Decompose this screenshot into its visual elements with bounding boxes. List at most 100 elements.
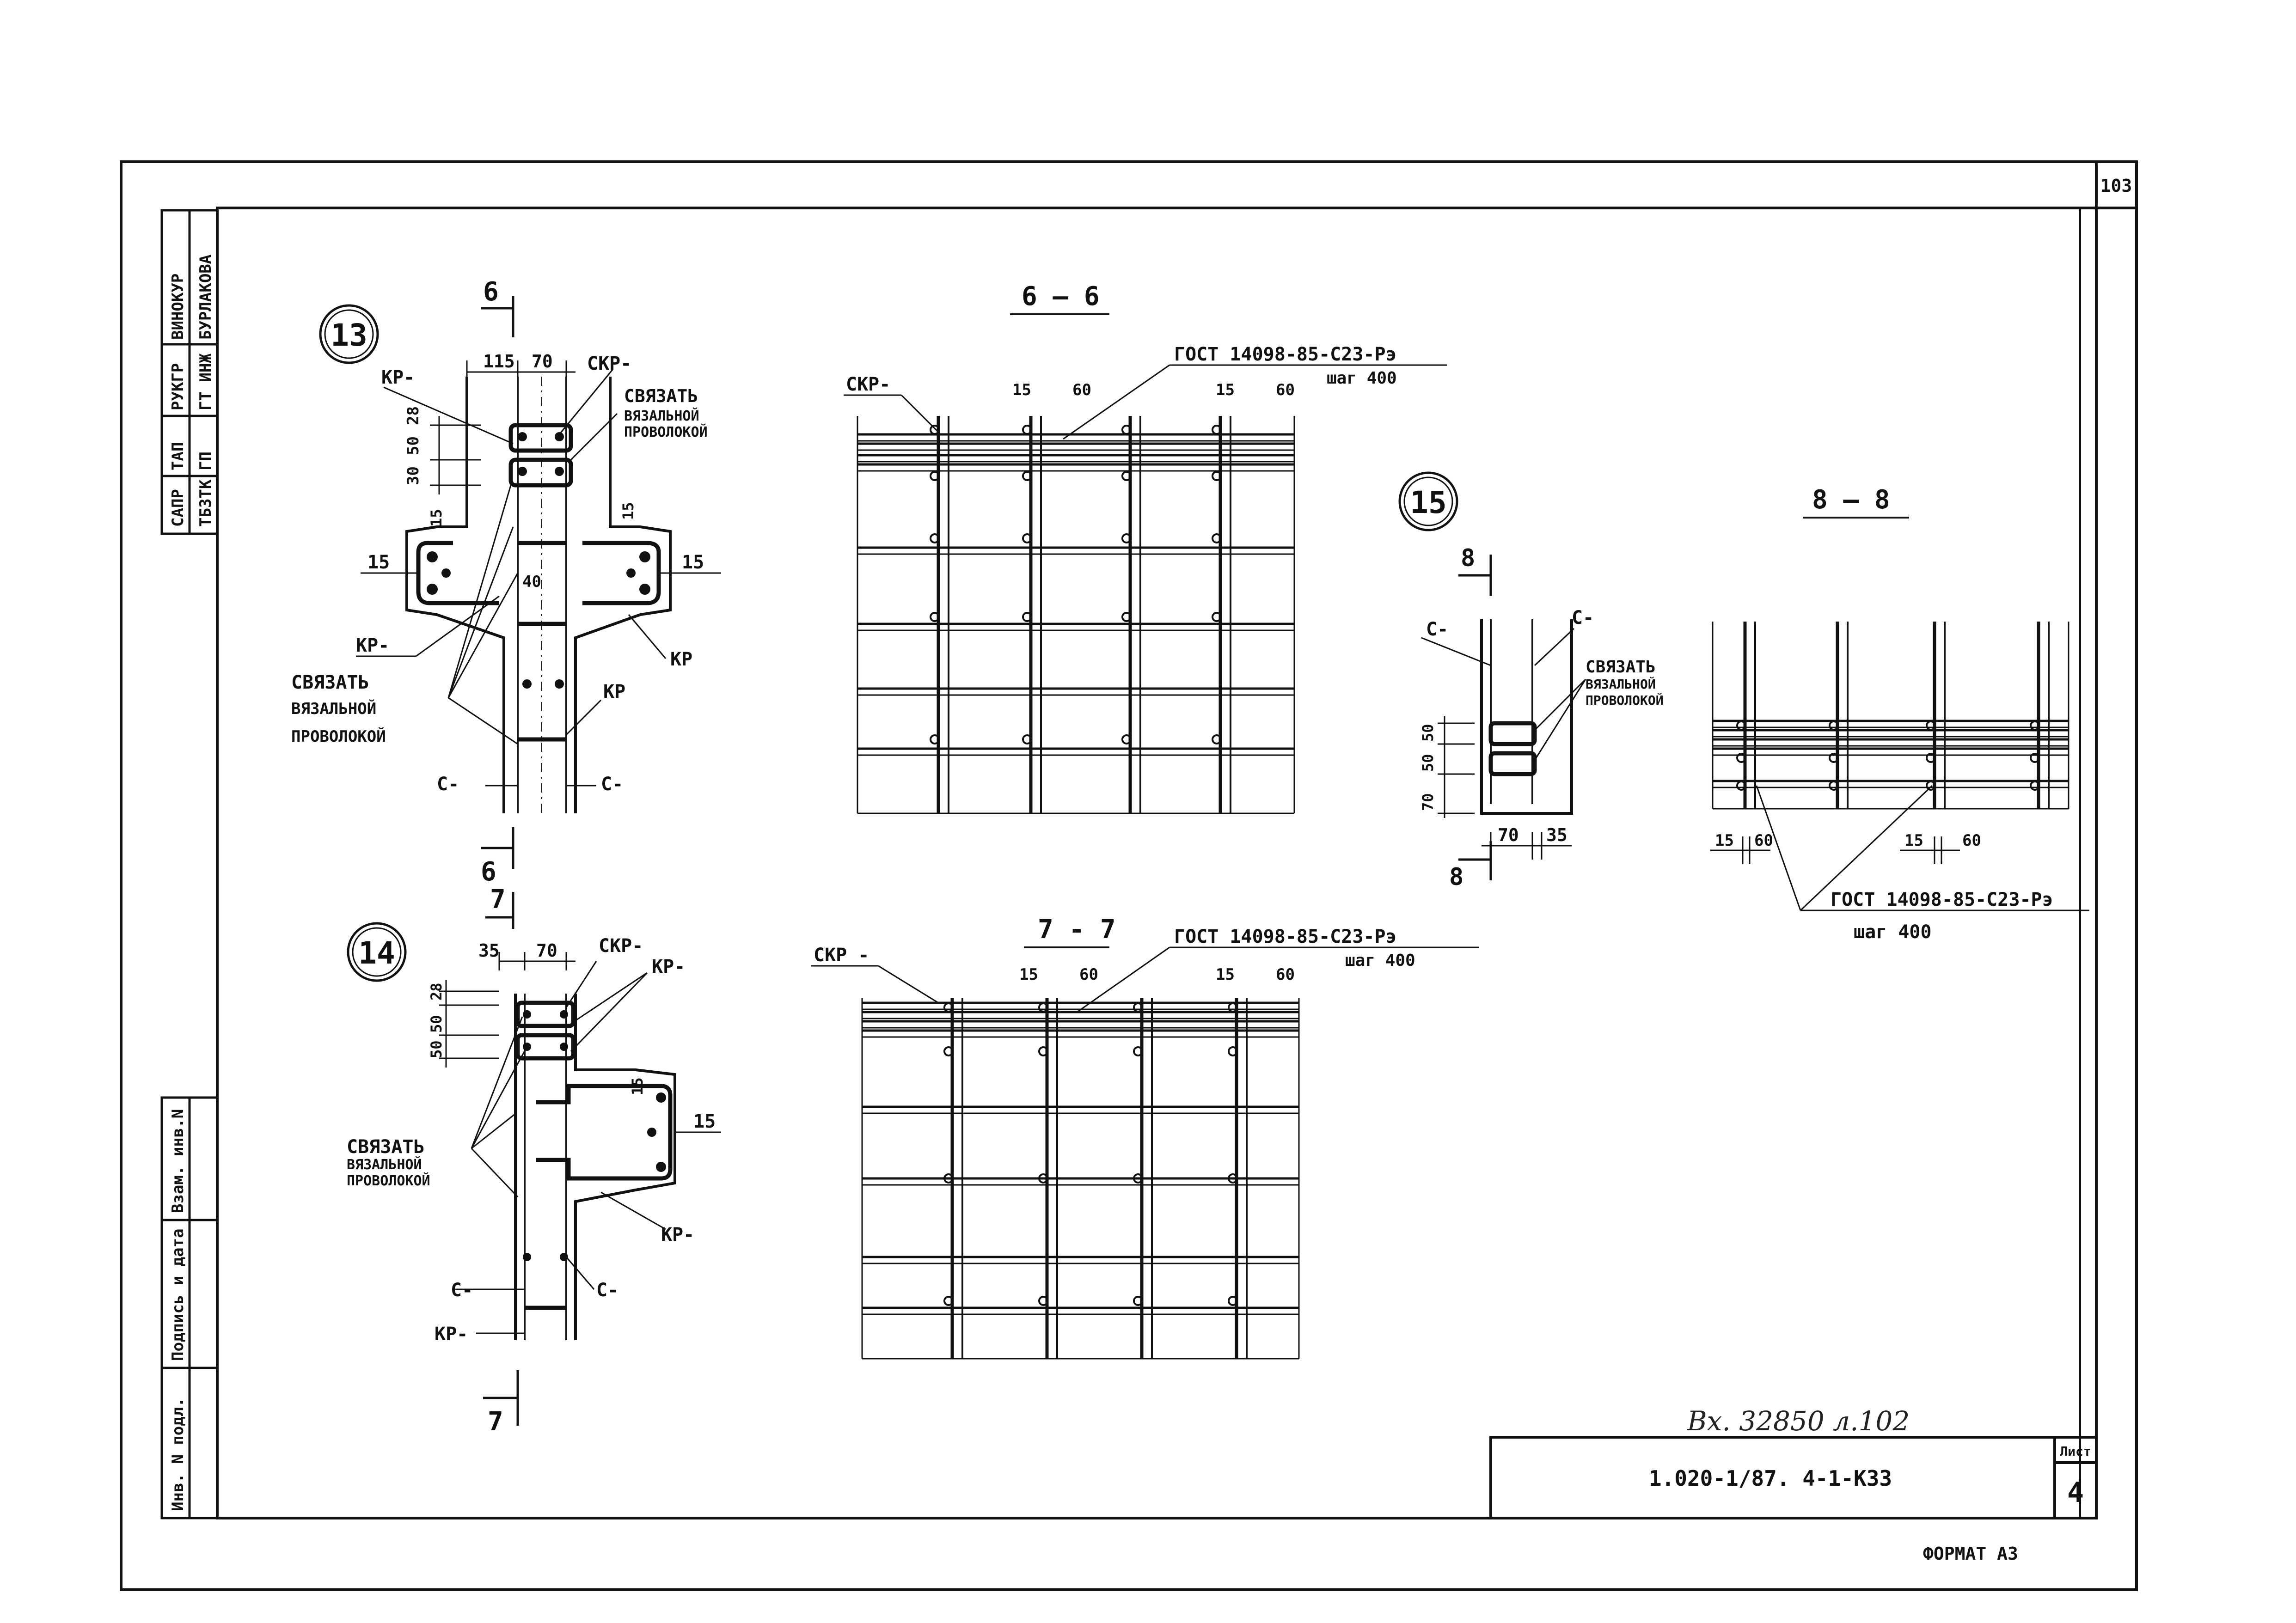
bar-end bbox=[1022, 533, 1032, 543]
stirrup-bars bbox=[515, 1001, 673, 1310]
tie-note-line: ВЯЗАЛЬНОЙ bbox=[291, 699, 376, 718]
label-kr: КР- bbox=[435, 1324, 468, 1345]
dim-label: 50 bbox=[428, 1040, 445, 1058]
section-title: 7 - 7 bbox=[1038, 915, 1116, 945]
cut-mark bbox=[481, 296, 514, 869]
stamp-cell: ТБЗТК bbox=[196, 479, 215, 527]
dim-label: 60 bbox=[1754, 831, 1773, 850]
document-code: 1.020-1/87. 4-1-К33 bbox=[1649, 1466, 1892, 1491]
sheet-label: Лист bbox=[2060, 1444, 2091, 1459]
tie-note-line: СВЯЗАТЬ bbox=[624, 386, 698, 406]
dim-label: 30 bbox=[404, 466, 422, 485]
label-s: С- bbox=[451, 1280, 473, 1301]
section-title: 8 — 8 bbox=[1812, 485, 1890, 515]
bar-end bbox=[1736, 753, 1746, 763]
node-number-circle bbox=[347, 922, 407, 982]
dim-label: 60 bbox=[1276, 381, 1295, 399]
dimension-lines bbox=[439, 952, 721, 1133]
dim-label: 70 bbox=[1419, 793, 1437, 811]
bar-end bbox=[1926, 720, 1936, 731]
spec-line: ГОСТ 14098-85-С23-Рэ bbox=[1174, 344, 1397, 365]
cut-label: 8 bbox=[1461, 544, 1475, 572]
cut-label: 7 bbox=[488, 1407, 503, 1437]
rebar-dots bbox=[523, 1010, 666, 1261]
section-7-7: 7 - 7 СКР - ГОСТ 14098-85-С23-Рэ шаг 400… bbox=[811, 915, 1479, 1360]
label-skr: СКР- bbox=[587, 353, 631, 374]
node-14: 14 7 7 35 70 28 50 bbox=[347, 885, 721, 1437]
stamp-cell: ГП bbox=[196, 452, 215, 470]
bar-end bbox=[1829, 720, 1839, 731]
tie-note-line: ПРОВОЛОКОЙ bbox=[291, 727, 386, 746]
format-label: ФОРМАТ А3 bbox=[1923, 1544, 2018, 1564]
dim-label: 60 bbox=[1962, 831, 1981, 850]
label-s: С- bbox=[1572, 607, 1594, 628]
page-number: 103 bbox=[2100, 176, 2132, 196]
stamp-cell: ТАП bbox=[169, 442, 187, 470]
node-number-circle bbox=[1398, 471, 1458, 531]
dim-label: 50 bbox=[428, 1015, 445, 1033]
tie-note-line: ВЯЗАЛЬНОЙ bbox=[624, 408, 699, 424]
section-8-8: 8 — 8 15 60 15 60 ГОСТ 14098-85-С23-Рэ ш… bbox=[1710, 485, 2089, 943]
spec-line: ГОСТ 14098-85-С23-Рэ bbox=[1174, 926, 1397, 947]
bar-end bbox=[1829, 781, 1839, 791]
bar-end bbox=[1133, 1173, 1143, 1184]
bar-end bbox=[1212, 734, 1222, 744]
dim-label: 50 bbox=[1419, 724, 1437, 742]
dim-label: 50 bbox=[404, 436, 422, 455]
node-13: 13 6 6 bbox=[291, 277, 721, 887]
spec-line: ГОСТ 14098-85-С23-Рэ bbox=[1831, 889, 2053, 910]
tie-note-line: ПРОВОЛОКОЙ bbox=[347, 1172, 430, 1189]
dim-label: 15 bbox=[1216, 965, 1235, 984]
stamp-cell: САПР bbox=[169, 489, 187, 527]
bar-end bbox=[1022, 612, 1032, 622]
bar-end bbox=[2030, 720, 2040, 731]
spec-line: шаг 400 bbox=[1345, 951, 1415, 970]
tie-note-line: ПРОВОЛОКОЙ bbox=[624, 424, 708, 440]
stamp-cell: ВИНОКУР bbox=[169, 274, 187, 340]
dim-label: 60 bbox=[1072, 381, 1091, 399]
label-s: С- bbox=[601, 774, 623, 795]
bar-end bbox=[1022, 425, 1032, 435]
sheet-frame bbox=[120, 160, 2138, 1591]
spec-line: шаг 400 bbox=[1327, 369, 1397, 388]
bar-end bbox=[1212, 471, 1222, 481]
label-s: С- bbox=[1426, 619, 1448, 640]
dim-label: 15 bbox=[629, 1077, 646, 1095]
dim-label: 15 bbox=[1216, 381, 1235, 399]
bar-end bbox=[1736, 781, 1746, 791]
column-outline bbox=[514, 994, 676, 1340]
tie-note-line: ВЯЗАЛЬНОЙ bbox=[1586, 676, 1656, 692]
label-skr: СКР - bbox=[814, 945, 869, 966]
stirrup-bars bbox=[1488, 721, 1537, 776]
stamp-cell: ГТ ИНЖ bbox=[196, 354, 215, 410]
rebar-grid bbox=[861, 998, 1300, 1360]
label-kr: КР- bbox=[356, 635, 389, 656]
dim-label: 15 bbox=[428, 509, 445, 527]
dim-label: 35 bbox=[1546, 825, 1567, 845]
label-s: С- bbox=[437, 774, 459, 795]
bar-end bbox=[1228, 1296, 1238, 1306]
bar-end bbox=[1212, 425, 1222, 435]
dim-label: 35 bbox=[478, 940, 500, 961]
dim-label: 15 bbox=[1019, 965, 1038, 984]
dim-label: 40 bbox=[522, 573, 541, 591]
bar-end bbox=[1228, 1002, 1238, 1013]
bar-end bbox=[1121, 471, 1132, 481]
tie-note-line: СВЯЗАТЬ bbox=[291, 672, 369, 693]
bar-end bbox=[1038, 1046, 1048, 1056]
bar-end bbox=[943, 1173, 954, 1184]
bar-end bbox=[1212, 533, 1222, 543]
label-s: С- bbox=[596, 1280, 618, 1301]
bar-end bbox=[1736, 720, 1746, 731]
rebar-grid bbox=[857, 416, 1295, 814]
node-number: 14 bbox=[358, 935, 395, 971]
bar-end bbox=[943, 1296, 954, 1306]
bar-end bbox=[1038, 1002, 1048, 1013]
bar-end bbox=[930, 471, 940, 481]
dim-label: 60 bbox=[1276, 965, 1295, 984]
side-stamp bbox=[160, 209, 219, 1519]
bar-end bbox=[1121, 533, 1132, 543]
bar-end bbox=[1926, 753, 1936, 763]
stamp-cell: БУРЛАКОВА bbox=[196, 255, 215, 340]
